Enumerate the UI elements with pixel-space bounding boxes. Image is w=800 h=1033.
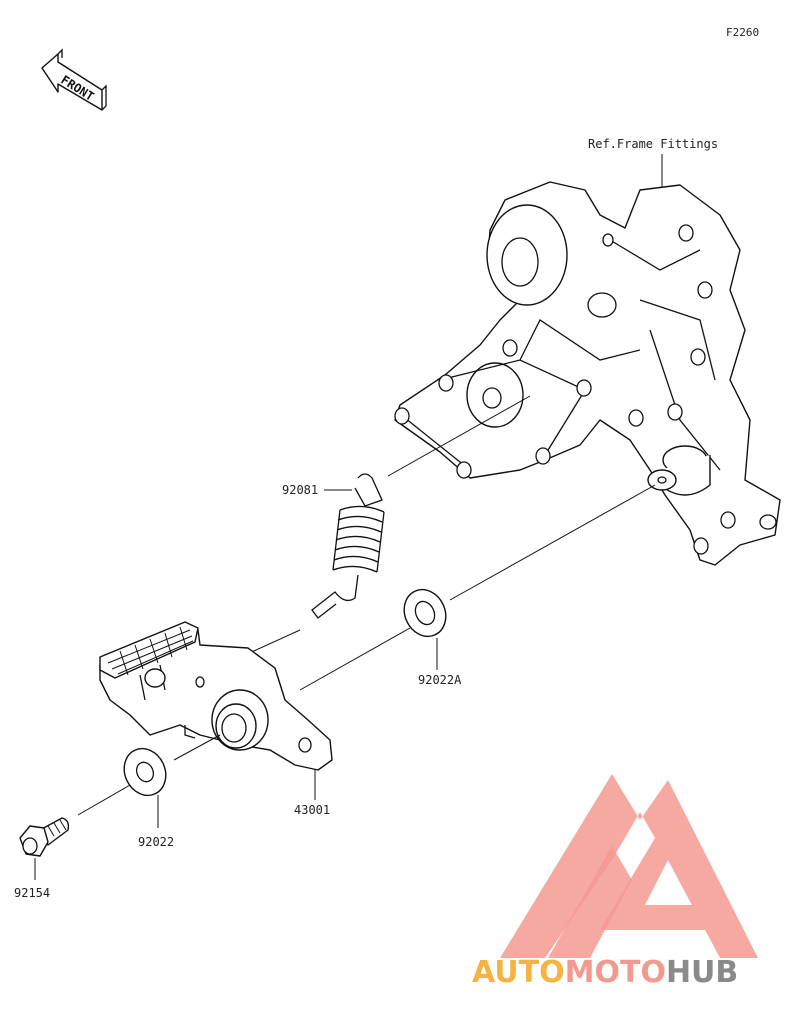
washer-92022a bbox=[403, 588, 447, 638]
part-label-92081: 92081 bbox=[282, 483, 318, 497]
ref-frame-label: Ref.Frame Fittings bbox=[588, 137, 718, 151]
spring-92081 bbox=[311, 473, 385, 619]
frame-fitting-bracket bbox=[394, 181, 781, 566]
bolt-92154 bbox=[19, 817, 70, 857]
pedal-grip-pattern bbox=[107, 626, 194, 676]
watermark-part-moto: MOTO bbox=[565, 955, 666, 990]
front-arrow-icon: FRONT bbox=[41, 48, 107, 111]
figure-id: F2260 bbox=[726, 26, 759, 39]
watermark-text: AUTOMOTOHUB bbox=[472, 955, 738, 990]
svg-text:AUTOMOTOHUB: AUTOMOTOHUB bbox=[472, 955, 738, 990]
watermark-part-hub: HUB bbox=[666, 955, 738, 990]
watermark-logo bbox=[500, 774, 758, 958]
watermark-part-auto: AUTO bbox=[472, 955, 565, 990]
part-label-43001: 43001 bbox=[294, 803, 330, 817]
washer-92022 bbox=[123, 747, 167, 797]
part-label-92154: 92154 bbox=[14, 886, 50, 900]
part-label-92022a: 92022A bbox=[418, 673, 462, 687]
part-label-92022: 92022 bbox=[138, 835, 174, 849]
brake-pedal-43001 bbox=[99, 621, 333, 771]
